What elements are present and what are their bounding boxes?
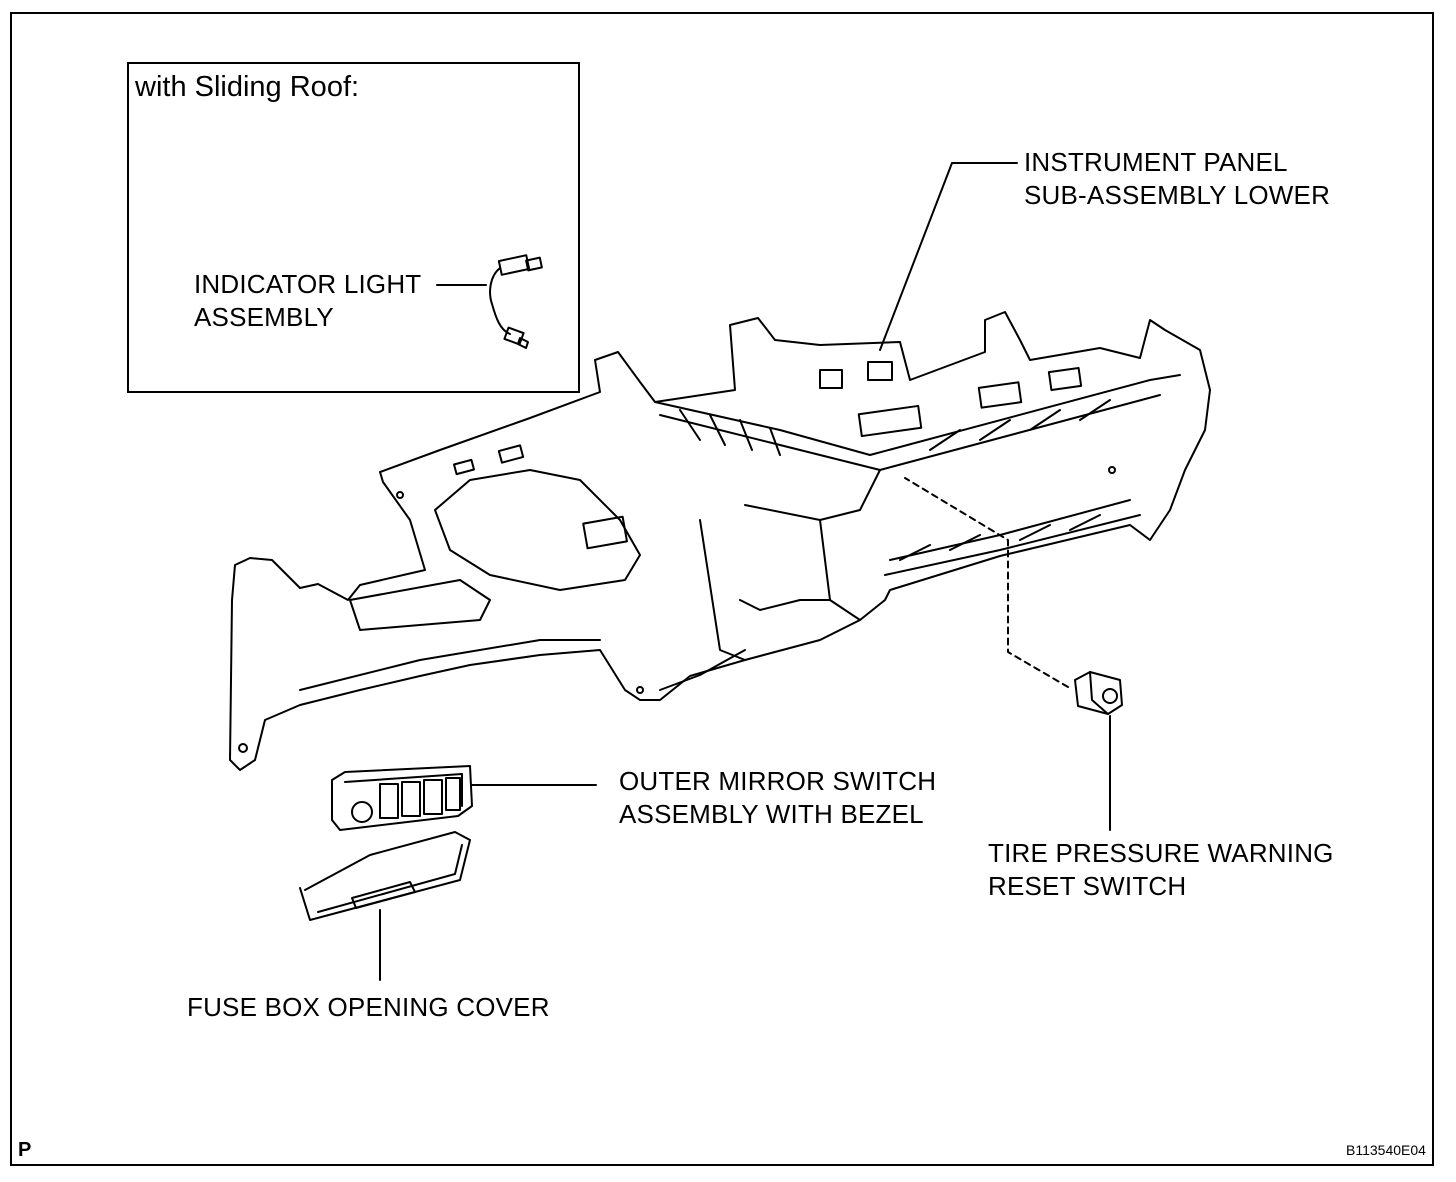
fuse-box-label: FUSE BOX OPENING COVER [187, 992, 550, 1022]
indicator-light-label-line1: INDICATOR LIGHT [194, 269, 422, 299]
fuse-box-cover-icon [299, 831, 471, 981]
instrument-panel-label: INSTRUMENT PANEL SUB-ASSEMBLY LOWER [1024, 146, 1330, 212]
figure-id: B113540E04 [1346, 1142, 1426, 1158]
sliding-roof-inset [127, 62, 580, 393]
instrument-panel-label-line2: SUB-ASSEMBLY LOWER [1024, 180, 1331, 210]
inset-title: with Sliding Roof: [135, 71, 360, 103]
tire-pressure-label-line1: TIRE PRESSURE WARNING [988, 838, 1334, 868]
indicator-light-label: INDICATOR LIGHT ASSEMBLY [194, 268, 421, 334]
outer-mirror-label-line1: OUTER MIRROR SWITCH [619, 766, 937, 796]
tire-pressure-switch-icon [904, 477, 1123, 831]
tire-pressure-label: TIRE PRESSURE WARNING RESET SWITCH [988, 837, 1334, 903]
instrument-panel-label-line1: INSTRUMENT PANEL [1024, 147, 1288, 177]
outer-mirror-label: OUTER MIRROR SWITCH ASSEMBLY WITH BEZEL [619, 765, 936, 831]
diagram-frame [10, 12, 1434, 1166]
outer-mirror-label-line2: ASSEMBLY WITH BEZEL [619, 799, 924, 829]
instrument-panel-icon [229, 162, 1211, 771]
outer-mirror-switch-icon [331, 765, 597, 831]
indicator-light-label-line2: ASSEMBLY [194, 302, 334, 332]
page-code: P [18, 1139, 32, 1161]
indicator-light-icon [436, 254, 543, 349]
tire-pressure-label-line2: RESET SWITCH [988, 871, 1187, 901]
